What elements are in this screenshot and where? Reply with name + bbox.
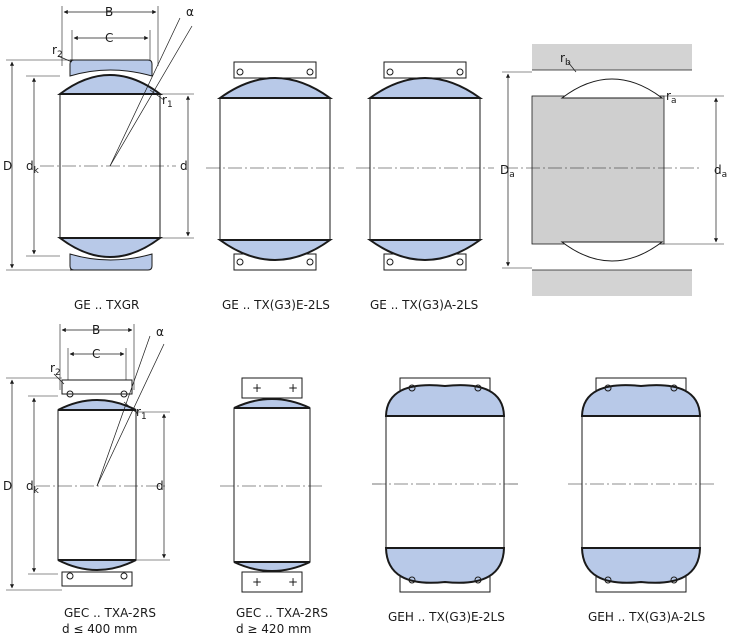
shaft xyxy=(532,96,664,244)
inner-ring-bottom xyxy=(57,237,163,258)
plus-mark: + xyxy=(252,575,262,589)
diagram-mounting-labels: rb ra Da da xyxy=(500,51,727,180)
label-d: d xyxy=(156,479,164,493)
caption-gec-large: GEC .. TXA-2RS xyxy=(236,606,328,620)
diagram-ge-txg3e xyxy=(206,61,344,271)
label-C: C xyxy=(92,347,100,361)
outer-ring-bottom xyxy=(69,253,153,271)
label-alpha: α xyxy=(156,325,164,339)
diagram-geh-e xyxy=(372,377,518,593)
label-Da: Da xyxy=(500,163,515,180)
diagram-gec-large-labels: + + + + xyxy=(252,381,298,589)
caption-gec-large-range: d ≥ 420 mm xyxy=(236,622,312,636)
inner-ring-top xyxy=(57,74,163,95)
diagram-gec-small-labels: B C α r2 r1 D dk d xyxy=(3,323,164,496)
diagram-geh-a xyxy=(568,377,714,593)
caption-gec-small-range: d ≤ 400 mm xyxy=(62,622,138,636)
label-B: B xyxy=(105,5,113,19)
diagram-gec-large xyxy=(220,377,324,593)
label-ra: ra xyxy=(666,89,676,106)
diagram-ge-txg3a xyxy=(356,61,494,271)
plus-mark: + xyxy=(288,381,298,395)
caption-ge-txg3a: GE .. TX(G3)A-2LS xyxy=(370,298,479,312)
diagram-gec-small xyxy=(6,324,170,591)
plus-mark: + xyxy=(288,575,298,589)
label-r1: r1 xyxy=(162,93,173,110)
diagram-ge-txgr xyxy=(6,6,194,271)
label-rb: rb xyxy=(560,51,571,68)
caption-gec-small: GEC .. TXA-2RS xyxy=(64,606,156,620)
plus-mark: + xyxy=(252,381,262,395)
caption-geh-e: GEH .. TX(G3)E-2LS xyxy=(388,610,505,624)
label-alpha: α xyxy=(186,5,194,19)
diagram-mounting xyxy=(502,44,724,296)
caption-ge-txgr: GE .. TXGR xyxy=(74,298,140,312)
label-dk: dk xyxy=(26,159,40,176)
label-D: D xyxy=(3,479,12,493)
label-r2: r2 xyxy=(52,43,63,60)
label-r1: r1 xyxy=(136,405,147,422)
label-da: da xyxy=(714,163,727,180)
label-C: C xyxy=(105,31,113,45)
label-d: d xyxy=(180,159,188,173)
label-dk: dk xyxy=(26,479,40,496)
outer-ring-top xyxy=(69,59,153,77)
caption-ge-txg3e: GE .. TX(G3)E-2LS xyxy=(222,298,330,312)
caption-geh-a: GEH .. TX(G3)A-2LS xyxy=(588,610,706,624)
label-D: D xyxy=(3,159,12,173)
diagram-ge-txgr-labels: B C α r2 r1 D dk d xyxy=(3,5,194,176)
label-r2: r2 xyxy=(50,361,61,378)
label-B: B xyxy=(92,323,100,337)
